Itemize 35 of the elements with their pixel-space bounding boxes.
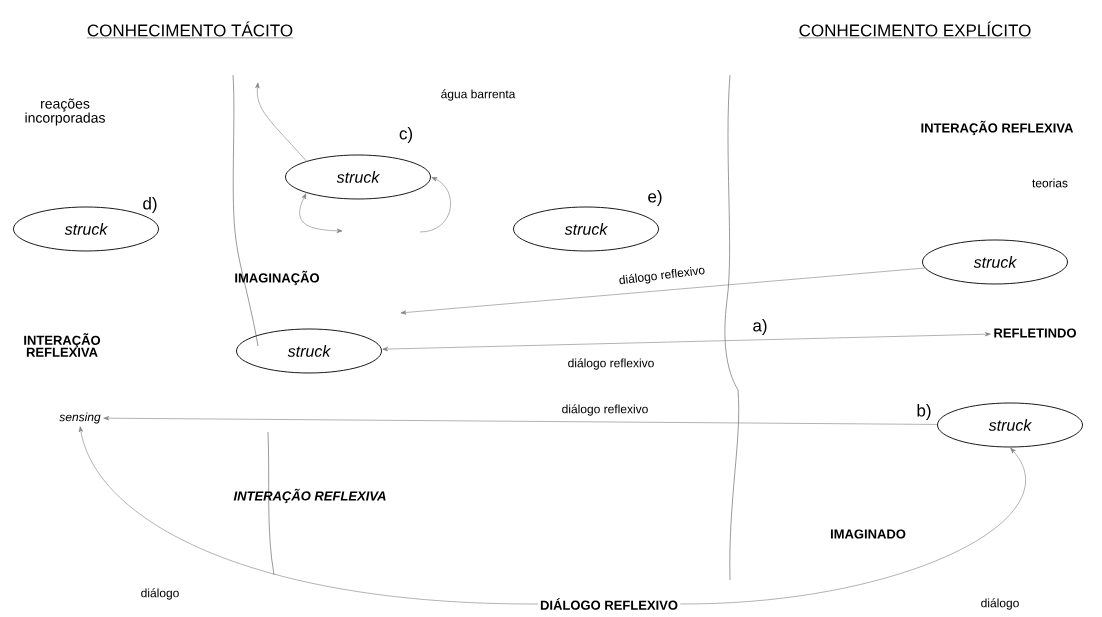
arrow [382, 332, 991, 352]
text-label: teorias [1032, 178, 1068, 188]
arrow [255, 82, 307, 162]
edge-label: diálogo reflexivo [617, 263, 707, 288]
letter-label: b) [917, 404, 931, 420]
arrow [400, 267, 926, 315]
node-text: REFLETINDO [994, 328, 1076, 338]
edge-label: diálogo [979, 597, 1021, 611]
edge-label: diálogo reflexivo [566, 357, 656, 371]
text-label: IMAGINADO [830, 529, 906, 539]
heading: CONHECIMENTO EXPLÍCITO [798, 21, 1032, 39]
edge-label: diálogo [139, 587, 181, 601]
ellipse-node: struck [285, 154, 431, 200]
text-label: INTERAÇÃO REFLEXIVA [24, 333, 101, 357]
ellipse-node: struck [236, 328, 382, 374]
ellipse-node: struck [922, 239, 1068, 285]
arrow [103, 416, 938, 425]
ellipse-node: struck [937, 402, 1083, 448]
node-text: DIÁLOGO REFLEXIVO [540, 598, 678, 610]
heading: CONHECIMENTO TÁCITO [86, 21, 294, 39]
ellipse-node: struck [513, 206, 659, 252]
text-label: reações incorporadas [25, 98, 105, 126]
text-label: INTERAÇÃO REFLEXIVA [233, 488, 386, 504]
text-label: a) [753, 319, 767, 335]
letter-label: e) [648, 190, 662, 206]
node-text: sensing [59, 412, 101, 424]
arrow [299, 193, 343, 233]
text-label: INTERAÇÃO REFLEXIVA [921, 120, 1074, 136]
letter-label: c) [399, 127, 413, 143]
text-label: IMAGINAÇÃO [235, 270, 320, 286]
arrow [419, 177, 451, 233]
arrow [679, 447, 1026, 605]
text-label: água barrenta [441, 89, 516, 101]
arrow [78, 426, 539, 605]
edge-label: diálogo reflexivo [560, 403, 650, 417]
